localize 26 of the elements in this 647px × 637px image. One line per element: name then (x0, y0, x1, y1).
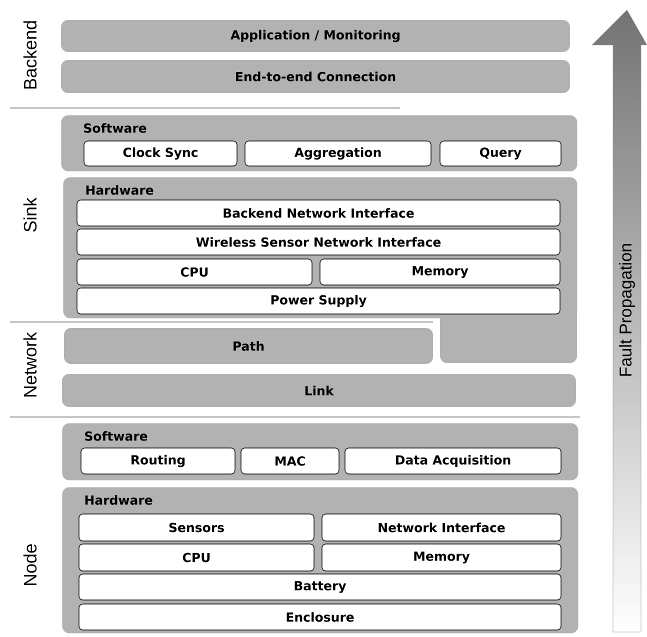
component-box: Enclosure (78, 604, 562, 630)
layer-label: Backend (23, 21, 37, 89)
component-box: CPU (76, 258, 312, 286)
component-box: CPU (78, 544, 314, 572)
layer-band: Path (64, 328, 433, 364)
component-box: Battery (78, 574, 562, 600)
layer-label: Sink (23, 197, 37, 232)
layer-label: Network (23, 332, 37, 397)
component-box: Query (440, 140, 562, 166)
component-box: MAC (240, 448, 340, 474)
component-box: Routing (80, 448, 236, 474)
component-box: Backend Network Interface (76, 200, 560, 226)
component-box: Power Supply (76, 288, 560, 314)
component-box: Memory (320, 258, 560, 286)
component-box: Data Acquisition (344, 448, 562, 474)
layer-band: End-to-end Connection (61, 60, 570, 93)
component-box: Memory (322, 544, 562, 572)
layer-band: Link (62, 374, 576, 407)
layer-band: Application / Monitoring (61, 20, 570, 52)
component-box: Network Interface (322, 514, 562, 542)
component-box: Sensors (78, 514, 314, 542)
component-box: Aggregation (244, 140, 432, 166)
component-box: Clock Sync (84, 140, 238, 166)
arrow-label: Fault Propagation (619, 244, 635, 376)
layer-label: Node (23, 544, 37, 586)
component-box: Wireless Sensor Network Interface (76, 228, 560, 256)
